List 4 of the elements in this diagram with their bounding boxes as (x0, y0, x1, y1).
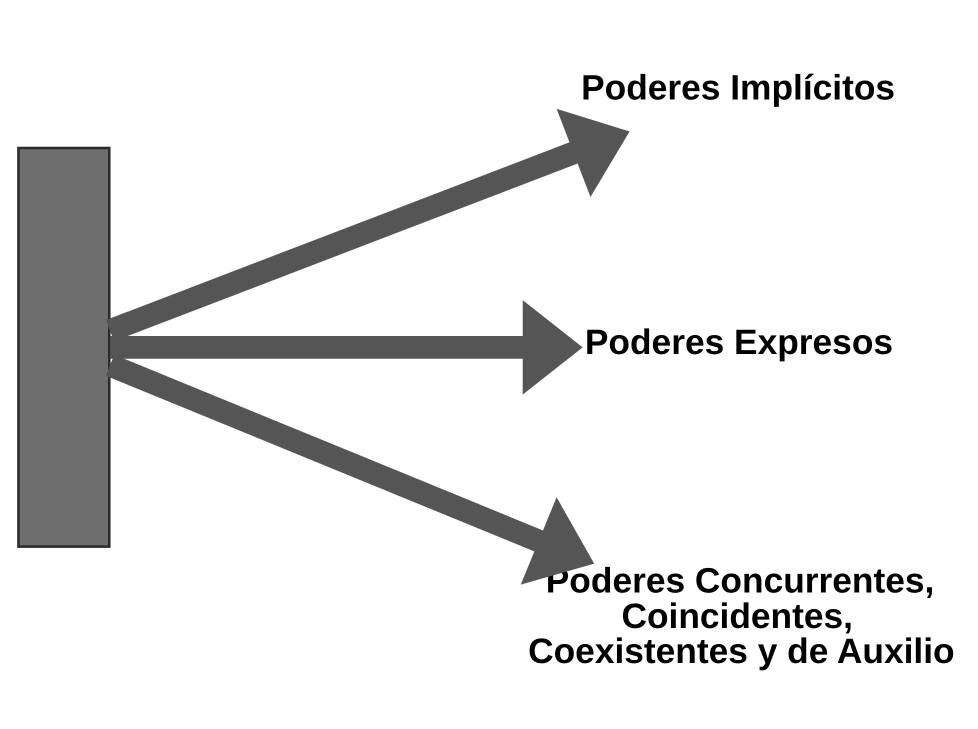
node-bar (17, 146, 111, 548)
arrow (110, 300, 583, 394)
node-text: Poderes Implícitos (581, 68, 896, 107)
node-text: Poderes Expresos (584, 322, 894, 362)
